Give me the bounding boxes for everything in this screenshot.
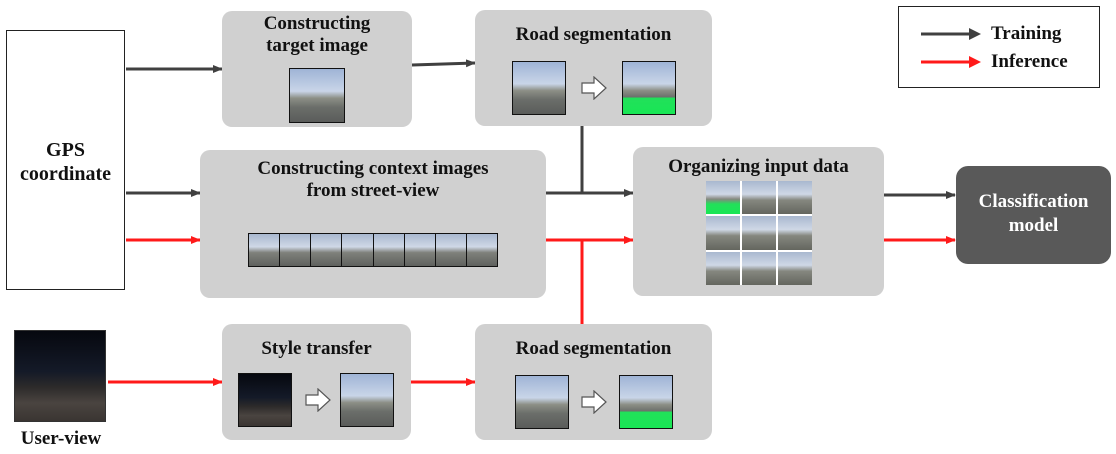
road-segmentation-bottom-title: Road segmentation: [515, 338, 672, 359]
grid-image: [778, 216, 812, 250]
gps-coordinate-label: GPS coordinate: [19, 139, 112, 185]
road-segmentation-bottom-box: Road segmentation: [475, 324, 712, 440]
road-seg-bottom-output-image: [619, 375, 673, 429]
road-seg-top-input-image: [512, 61, 566, 115]
target-image-title: Constructing target image: [263, 13, 371, 56]
grid-image: [778, 181, 812, 215]
street-view-image: [249, 234, 281, 266]
street-view-image: [311, 234, 343, 266]
street-view-image: [373, 234, 405, 266]
arrow-target-to-roadseg: [411, 59, 476, 68]
gps-coordinate-box: GPS coordinate: [6, 30, 125, 290]
classification-model-box: Classification model: [956, 166, 1111, 264]
target-image-box: Constructing target image: [222, 11, 412, 127]
grid-image: [742, 181, 776, 215]
street-view-image: [435, 234, 467, 266]
target-image-thumbnail: [289, 68, 345, 123]
user-view-image: [14, 330, 106, 422]
road-segmentation-top-box: Road segmentation: [475, 10, 712, 126]
road-segmentation-top-title: Road segmentation: [515, 24, 672, 45]
road-seg-bottom-input-image: [515, 375, 569, 429]
process-arrow-icon: [581, 390, 607, 414]
grid-image: [706, 251, 740, 285]
road-seg-top-output-image: [622, 61, 676, 115]
legend-arrows: [921, 28, 981, 68]
grid-image: [778, 251, 812, 285]
context-images-title: Constructing context images from street-…: [257, 158, 489, 201]
street-view-image: [466, 234, 497, 266]
process-arrow-icon: [581, 76, 607, 100]
street-view-image: [342, 234, 374, 266]
grid-image: [742, 216, 776, 250]
context-images-box: Constructing context images from street-…: [200, 150, 546, 298]
legend: Training Inference: [898, 6, 1100, 88]
style-transfer-box: Style transfer: [222, 324, 411, 440]
street-view-image: [280, 234, 312, 266]
classification-model-label: Classification model: [978, 191, 1089, 236]
legend-inference-label: Inference: [991, 51, 1068, 72]
legend-training-label: Training: [991, 23, 1062, 44]
style-transfer-output-image: [340, 373, 394, 427]
street-view-image-strip: [248, 233, 498, 267]
street-view-image: [404, 234, 436, 266]
grid-image-segmented: [706, 181, 740, 215]
style-transfer-title: Style transfer: [261, 338, 372, 359]
organizing-input-title: Organizing input data: [668, 156, 849, 177]
grid-image: [742, 251, 776, 285]
user-view-label: User-view: [20, 428, 102, 449]
style-transfer-input-image: [238, 373, 292, 427]
input-image-grid: [706, 181, 812, 285]
grid-image: [706, 216, 740, 250]
process-arrow-icon: [305, 388, 331, 412]
